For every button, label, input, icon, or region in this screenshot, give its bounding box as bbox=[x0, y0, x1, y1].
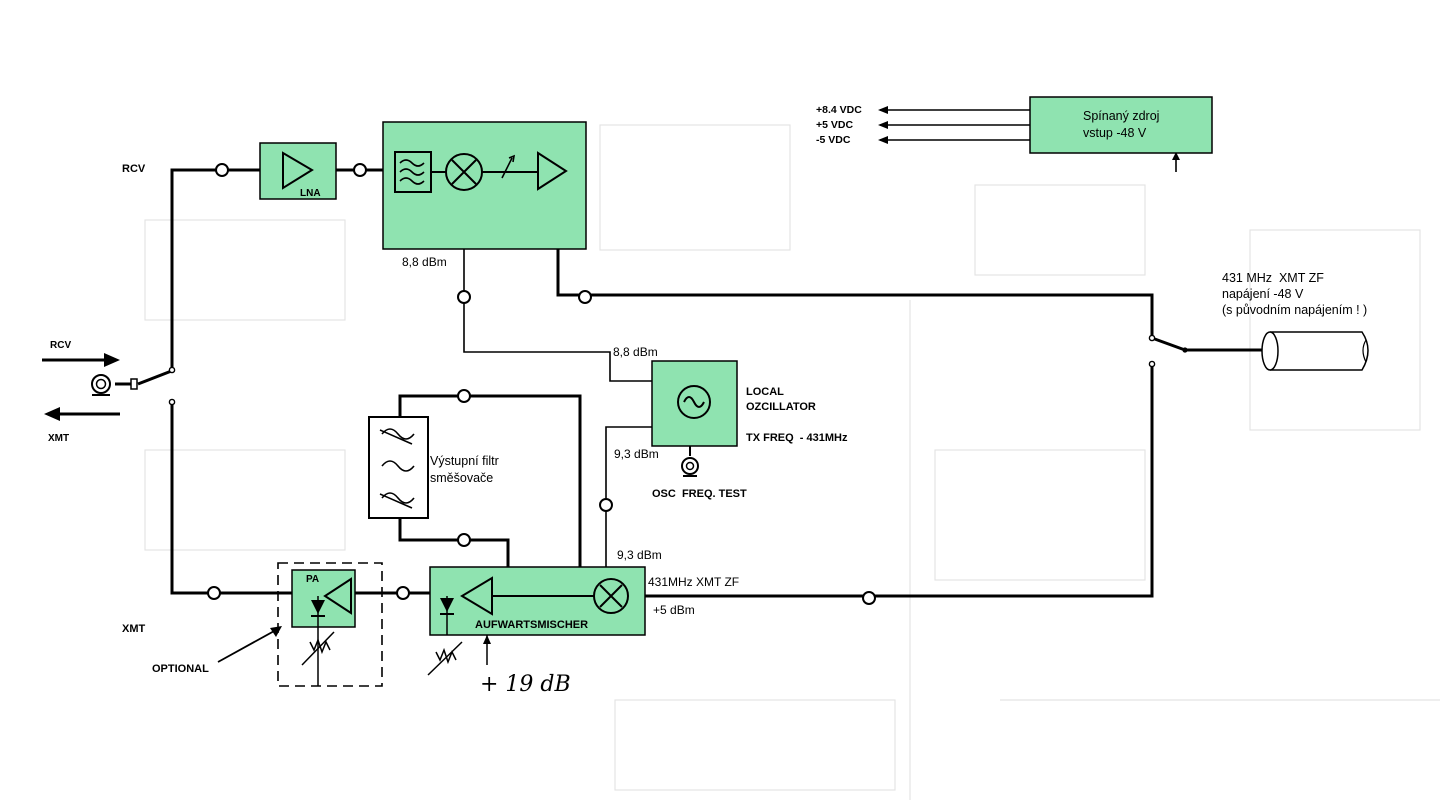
optional-arrow bbox=[217, 626, 282, 663]
osc-test-label: OSC FREQ. TEST bbox=[652, 488, 747, 500]
filter-label-1: Výstupní filtr bbox=[430, 454, 499, 468]
v84-label: +8.4 VDC bbox=[816, 104, 862, 116]
plus5dbm-label: +5 dBm bbox=[653, 603, 695, 617]
xmt-bottom-label: XMT bbox=[122, 623, 146, 635]
coax-marker bbox=[457, 290, 471, 304]
level-rx-out: 8,8 dBm bbox=[402, 255, 447, 269]
optional-label: OPTIONAL bbox=[152, 663, 209, 675]
xmt-arrow bbox=[44, 407, 120, 421]
level-mixer-in: 9,3 dBm bbox=[617, 548, 662, 562]
xmt-arrow-label: XMT bbox=[48, 433, 69, 444]
level-lo-tx: 9,3 dBm bbox=[614, 447, 659, 461]
coax-marker bbox=[207, 586, 221, 600]
v5p-label: +5 VDC bbox=[816, 119, 853, 131]
lo-label-1: LOCAL bbox=[746, 386, 784, 398]
lo-label-2: OZCILLATOR bbox=[746, 401, 816, 413]
coax-marker bbox=[578, 290, 592, 304]
if-label-1: 431 MHz XMT ZF bbox=[1222, 271, 1324, 285]
rx-converter-block bbox=[382, 121, 587, 250]
upmixer-block: AUFWARTSMISCHER bbox=[429, 566, 646, 636]
pa-label: PA bbox=[306, 574, 319, 585]
rcv-arrow bbox=[42, 353, 120, 367]
rcv-arrow-label: RCV bbox=[50, 340, 71, 351]
xmt-zf-label: 431MHz XMT ZF bbox=[648, 575, 739, 589]
if-coax-cable bbox=[1261, 331, 1369, 371]
upmixer-label: AUFWARTSMISCHER bbox=[475, 619, 588, 631]
if-label-3: (s původním napájením ! ) bbox=[1222, 303, 1367, 317]
if-label-2: napájení -48 V bbox=[1222, 287, 1304, 301]
coax-marker bbox=[457, 389, 471, 403]
coax-marker bbox=[457, 533, 471, 547]
rcv-top-label: RCV bbox=[122, 163, 146, 175]
upmixer-bias bbox=[427, 635, 491, 676]
filter-label-2: směšovače bbox=[430, 471, 493, 485]
psu-label-1: Spínaný zdroj bbox=[1083, 109, 1159, 123]
power-supply-block: Spínaný zdroj vstup -48 V bbox=[1029, 96, 1213, 154]
lna-label: LNA bbox=[300, 188, 321, 199]
handwritten-gain: + 19 dB bbox=[480, 672, 571, 697]
text-labels: RCV RCV XMT XMT OPTIONAL 8,8 dBm 8,8 dBm… bbox=[48, 104, 1367, 697]
background-traces bbox=[144, 124, 1440, 800]
local-oscillator-block bbox=[651, 360, 738, 477]
pa-block: PA bbox=[277, 562, 383, 687]
v5n-label: -5 VDC bbox=[816, 134, 851, 146]
coax-connectors bbox=[207, 163, 876, 605]
coax-marker bbox=[215, 163, 229, 177]
antenna-connector bbox=[91, 374, 138, 396]
output-filter-block bbox=[368, 416, 429, 519]
tx-freq-label: TX FREQ - 431MHz bbox=[746, 432, 848, 444]
coax-marker bbox=[599, 498, 613, 512]
level-lo-out: 8,8 dBm bbox=[613, 345, 658, 359]
psu-label-2: vstup -48 V bbox=[1083, 126, 1147, 140]
coax-marker bbox=[862, 591, 876, 605]
lna-block: LNA bbox=[259, 142, 337, 200]
coax-marker bbox=[353, 163, 367, 177]
coax-marker bbox=[396, 586, 410, 600]
